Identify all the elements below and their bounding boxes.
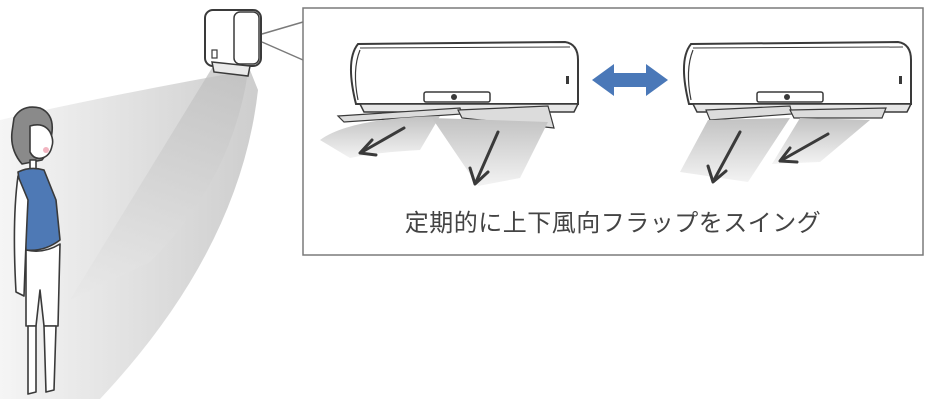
airflow-cone: [0, 68, 258, 399]
woman-figure-icon: [10, 106, 61, 395]
air-conditioner-icon: [336, 40, 580, 129]
air-conditioner-side-icon: [204, 9, 262, 77]
caption-text: 定期的に上下風向フラップをスイング: [404, 209, 822, 237]
airflow-arrow-icon: [320, 116, 548, 186]
callout-connector: [261, 21, 304, 61]
double-arrow-icon: [592, 64, 668, 96]
air-conditioner-icon: [683, 40, 913, 121]
airflow-arrow-icon: [680, 118, 870, 184]
